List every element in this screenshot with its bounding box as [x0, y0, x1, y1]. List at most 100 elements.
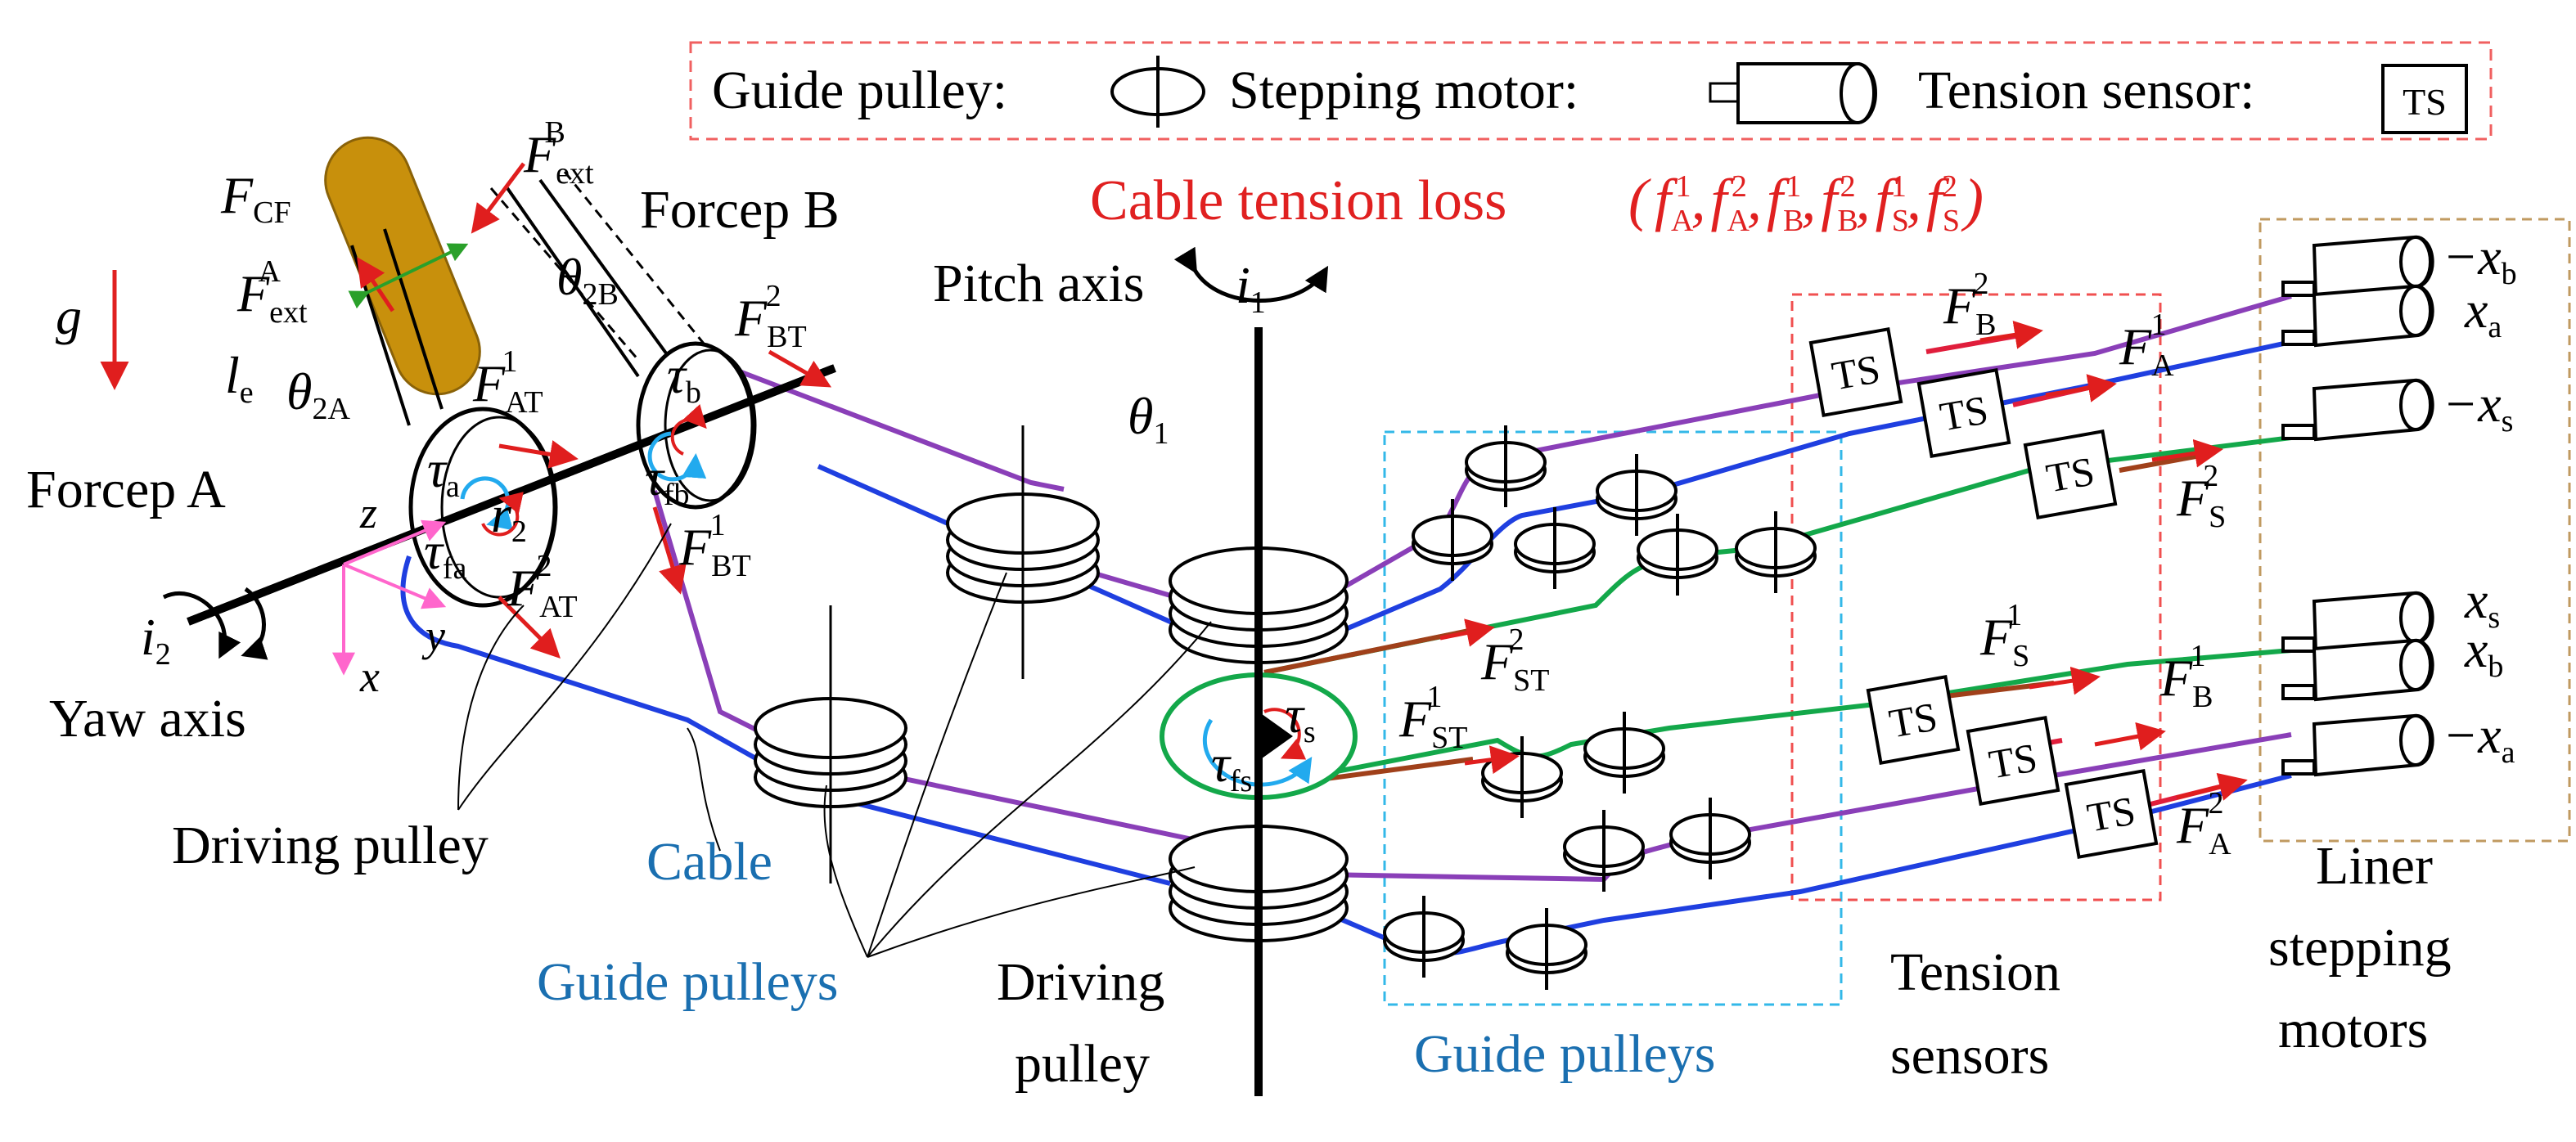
guide-pulley-r3	[1514, 507, 1596, 589]
theta-2b-label: θ2B	[556, 248, 619, 312]
cable-label: Cable	[646, 832, 772, 892]
svg-text:TS: TS	[2042, 447, 2097, 501]
tension-sensor-s2: TS	[2023, 429, 2118, 519]
tau-fa-arc	[460, 476, 514, 531]
driving-pulley-center-label-2: pulley	[1015, 1034, 1150, 1094]
guide-pulleys-region	[1383, 430, 1843, 1006]
legend: Guide pulley: Stepping motor: Tension se…	[689, 41, 2493, 141]
guide-pulley-r8	[1583, 712, 1665, 794]
f-at2-arrow	[498, 596, 561, 659]
motor-label-1: −xb	[2443, 227, 2517, 291]
forcep-object	[324, 136, 481, 396]
f-ext-b-arrow	[471, 162, 525, 234]
tension-sensors: TS TS TS TS TS TS	[1808, 327, 2159, 859]
i1-label: i1	[1236, 256, 1266, 320]
guide-pulley-r9	[1563, 810, 1645, 892]
legend-tension-sensor-label: Tension sensor:	[1918, 61, 2255, 120]
x-vector-label: x⃗	[359, 652, 414, 701]
stepping-motor-1	[2281, 235, 2434, 299]
tension-sensors-region	[1790, 293, 2162, 901]
guide-pulley-r12	[1506, 908, 1587, 990]
f-at2-label: FAT2	[507, 549, 578, 624]
guide-pulley-r2	[1412, 499, 1493, 581]
motor-label-5: xb	[2464, 620, 2503, 684]
f-a1-label: FA1	[2119, 308, 2174, 383]
theta-1-label: θ1	[1128, 387, 1169, 451]
f-ext-a-label: FextA	[236, 254, 308, 330]
guide-pulley-r1	[1465, 425, 1547, 507]
tau-fb-arc	[647, 431, 707, 482]
f-ext-b-label: FextB	[523, 115, 594, 191]
f-s2-label: FS2	[2176, 459, 2226, 534]
driving-pulley-left-label: Driving pulley	[172, 816, 489, 875]
motor-label-3: −xs	[2443, 375, 2513, 438]
forcep-b-label: Forcep B	[640, 180, 840, 240]
f-cf-label: FCF	[220, 166, 291, 230]
stepping-motor-legend-icon	[1709, 62, 1877, 124]
guide-pulley-r4	[1596, 454, 1678, 536]
cable-purple-lower	[652, 490, 1228, 849]
motor-label-2: xa	[2464, 281, 2502, 344]
svg-text:TS: TS	[2083, 787, 2138, 840]
tension-sensor-s1: TS	[1866, 675, 1961, 765]
motors-label-3: motors	[2278, 1000, 2428, 1059]
legend-guide-pulley-label: Guide pulley:	[712, 61, 1007, 120]
symbol-labels: FCF FextB FextA θ2B θ2A le FAT1 FAT2 FBT…	[141, 115, 2231, 861]
stepping-motors	[2281, 235, 2434, 777]
cable-purple-upper-a	[718, 362, 1065, 492]
guide-pulley-r5	[1637, 514, 1718, 596]
theta-2a-label: θ2A	[286, 362, 350, 426]
f-a2-label: FA2	[2176, 786, 2231, 861]
cable-brown-st2	[1263, 627, 1474, 675]
tau-b-arc	[670, 404, 707, 456]
guide-pulley-r11	[1383, 896, 1465, 978]
z-axis-arrow	[343, 519, 447, 566]
svg-text:(fA1,fA2,fB1,fB2,fS1,fS2): (fA1,fA2,fB1,fB2,fS1,fS2)	[1628, 167, 1984, 238]
svg-text:TS: TS	[1985, 734, 2040, 787]
stepping-motor-3	[2281, 378, 2434, 442]
stepping-motor-5	[2281, 638, 2434, 702]
f-at1-label: FAT1	[472, 344, 543, 420]
forcep-a-label: Forcep A	[26, 460, 226, 519]
leader-lines	[457, 523, 1212, 958]
motors-label-2: stepping	[2268, 918, 2452, 978]
svg-text:TS: TS	[1885, 693, 1940, 746]
stepping-motor-6	[2281, 713, 2434, 777]
tension-sensor-a2: TS	[2064, 769, 2159, 859]
f-st1-label: FST1	[1398, 680, 1467, 755]
forcep-b-arm	[506, 178, 673, 378]
motor-labels: −xb xa −xs xs xb −xa	[2443, 227, 2517, 770]
f-st2-label: FST2	[1480, 623, 1549, 698]
cable-blue-a1	[1275, 339, 2292, 661]
z-vector-label: z⃗	[359, 488, 412, 537]
text-labels: Forcep B Forcep A Pitch axis Yaw axis g …	[26, 180, 2452, 1094]
cable-blue-lower	[400, 555, 1171, 886]
legend-frame	[689, 41, 2493, 141]
tension-sensor-b1: TS	[1966, 716, 2060, 806]
guide-pulley-stack-upper	[946, 425, 1100, 679]
tension-sensors-label-2: sensors	[1890, 1026, 2049, 1086]
guide-pulley-legend-icon	[1110, 56, 1205, 128]
motor-label-4: xs	[2464, 571, 2500, 635]
guide-pulley-stack-lower	[754, 605, 907, 883]
stepping-motors-region	[2259, 218, 2571, 843]
svg-text:Cable tension loss: Cable tension loss	[1090, 169, 1506, 232]
pitch-rotation-arrow	[1173, 246, 1329, 303]
guide-pulleys-right-label: Guide pulleys	[1414, 1024, 1715, 1084]
guide-pulleys-center-label: Guide pulleys	[537, 952, 838, 1012]
guide-pulley-r6	[1735, 511, 1817, 593]
f-s1-label: FS1	[1979, 598, 2029, 673]
f-bt2-arrow	[768, 349, 832, 388]
sensor-force-arrows	[1439, 321, 2248, 801]
f-bt2-label: FBT2	[734, 279, 807, 354]
f-b1-label: FB1	[2159, 639, 2213, 714]
tau-a-arc	[481, 492, 524, 537]
svg-text:TS: TS	[1936, 386, 1991, 439]
yaw-rotation-arrow	[162, 591, 241, 659]
svg-text:TS: TS	[1828, 345, 1883, 398]
l-e-label: le	[225, 346, 254, 410]
y-axis-arrow	[343, 563, 447, 609]
yaw-axis-label: Yaw axis	[49, 689, 246, 749]
f-b2-label: FB2	[1943, 267, 1996, 342]
